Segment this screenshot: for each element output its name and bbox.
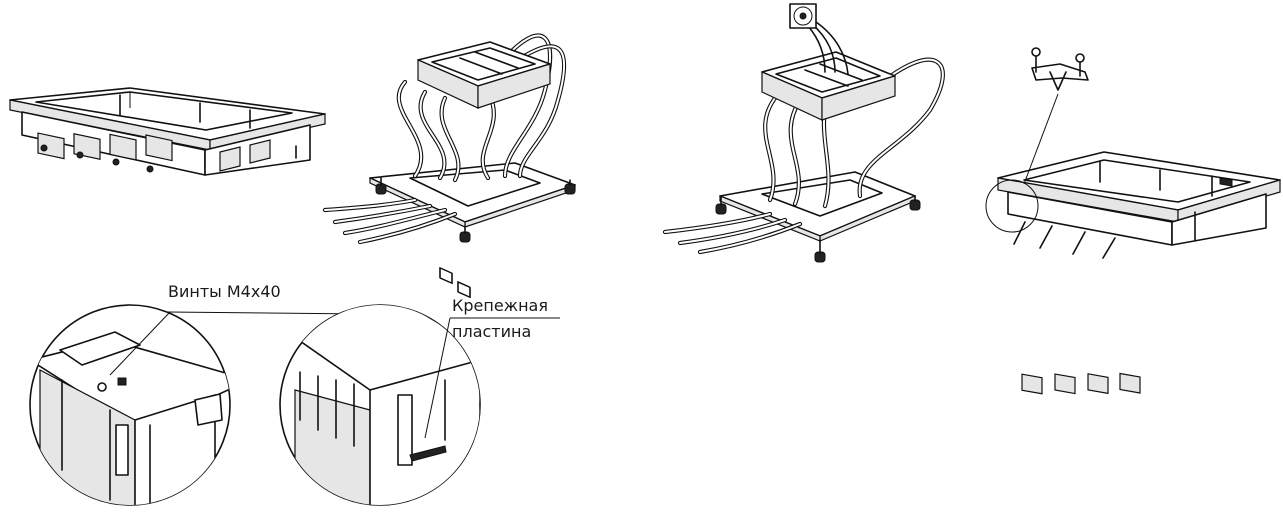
- frame-with-fan-figure: [662, 3, 945, 263]
- mounting-plate-label-line2: пластина: [452, 322, 532, 341]
- frame-with-cables-figure: [322, 33, 576, 299]
- detail-plate-figure: [279, 304, 560, 506]
- frame-box-figure: [9, 87, 326, 176]
- screws-label: Винты М4х40: [168, 282, 281, 301]
- mounting-plate-label-line1: Крепежная: [452, 296, 548, 315]
- frame-with-bracket-figure: [985, 47, 1281, 395]
